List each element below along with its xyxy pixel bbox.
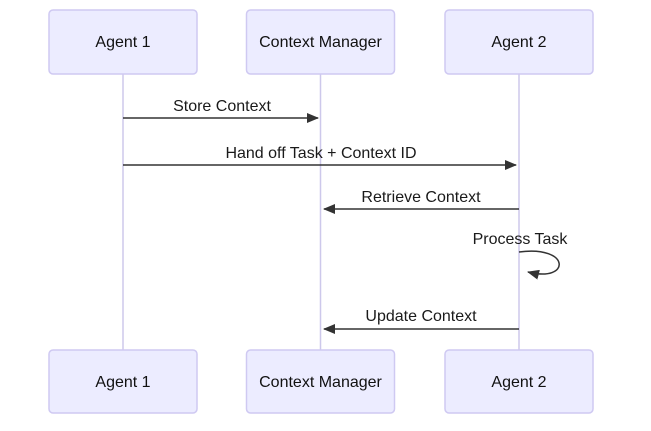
actor-top-context-manager: Context Manager bbox=[245, 9, 396, 75]
message-store-context: Store Context bbox=[123, 98, 319, 123]
actor-box bbox=[444, 9, 594, 75]
actor-label: Context Manager bbox=[259, 34, 382, 51]
message-label: Process Task bbox=[473, 231, 569, 248]
actor-label: Agent 1 bbox=[95, 374, 150, 391]
message-label: Store Context bbox=[173, 98, 271, 115]
actor-box bbox=[48, 349, 198, 414]
actor-label: Agent 2 bbox=[491, 374, 546, 391]
message-label: Hand off Task + Context ID bbox=[225, 145, 416, 162]
actor-top-agent-1: Agent 1 bbox=[48, 9, 198, 75]
actor-box bbox=[245, 349, 396, 414]
actor-label: Agent 1 bbox=[95, 34, 150, 51]
actor-bottom-agent-2: Agent 2 bbox=[444, 349, 594, 414]
message-hand-off-task: Hand off Task + Context ID bbox=[123, 145, 517, 170]
actor-top-agent-2: Agent 2 bbox=[444, 9, 594, 75]
message-update-context: Update Context bbox=[323, 308, 519, 334]
actor-box bbox=[48, 9, 198, 75]
message-process-task-self-loop: Process Task bbox=[473, 231, 569, 280]
actor-box bbox=[245, 9, 396, 75]
actor-bottom-agent-1: Agent 1 bbox=[48, 349, 198, 414]
message-label: Update Context bbox=[365, 308, 477, 325]
actor-label: Agent 2 bbox=[491, 34, 546, 51]
actor-box bbox=[444, 349, 594, 414]
actor-label: Context Manager bbox=[259, 374, 382, 391]
actor-bottom-context-manager: Context Manager bbox=[245, 349, 396, 414]
self-loop-arrow bbox=[518, 250, 560, 280]
message-retrieve-context: Retrieve Context bbox=[323, 189, 519, 214]
message-label: Retrieve Context bbox=[361, 189, 481, 206]
